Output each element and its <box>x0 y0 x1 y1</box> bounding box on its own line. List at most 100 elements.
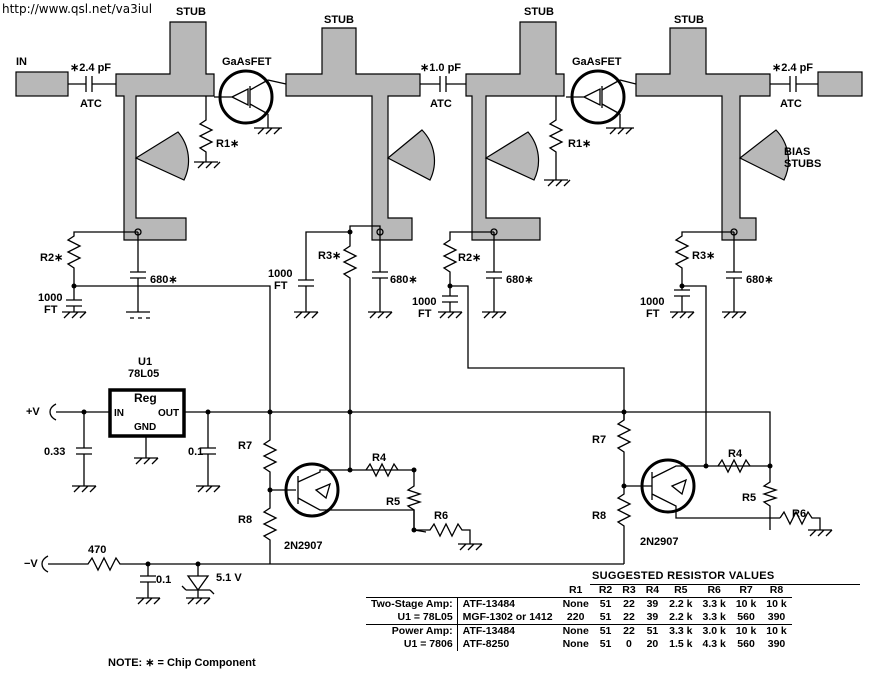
resistor-table-title: SUGGESTED RESISTOR VALUES <box>592 570 775 582</box>
coupling-cap-1-label: ∗2.4 pF <box>70 62 112 74</box>
table-row: U1 = 78L05 MGF-1302 or 1412 220 51 22 39… <box>366 611 792 625</box>
zener-label: 5.1 V <box>216 572 242 584</box>
cell: 10 k <box>761 597 792 611</box>
input-pad <box>15 71 69 97</box>
r2-label-2: R2∗ <box>458 252 482 264</box>
cell: 20 <box>646 638 659 650</box>
cell: 560 <box>737 638 755 650</box>
wires <box>41 69 833 605</box>
header-r4: R4 <box>645 584 660 596</box>
r8-label-2: R8 <box>592 510 607 522</box>
gasfet-label-1: GaAsFET <box>222 56 272 68</box>
c033-label: 0.33 <box>44 446 66 458</box>
stub-4 <box>635 27 771 241</box>
cell: 10 k <box>730 624 762 638</box>
group-label-1a: Two-Stage Amp: <box>366 597 458 611</box>
header-r5: R5 <box>674 584 688 596</box>
gasfet-label-2: GaAsFET <box>572 56 622 68</box>
cell: 3.3 k <box>697 597 731 611</box>
cell: 51 <box>593 597 618 611</box>
r1-label-2: R1∗ <box>568 138 592 150</box>
coupling-cap-3-label: ∗2.4 pF <box>772 62 814 74</box>
minus-v-label: −V <box>24 558 38 570</box>
cell: 51 <box>599 638 612 650</box>
stub-label-4: STUB <box>674 14 704 26</box>
microstrip-lines <box>15 21 863 241</box>
table-row: Two-Stage Amp: ATF-13484 None 51 22 39 2… <box>366 597 792 611</box>
resistor-values-table: R1 R2 R3 R4 R5 R6 R7 R8 Two-Stage Amp: A… <box>366 584 792 651</box>
header-r1: R1 <box>568 584 583 596</box>
radial-stub-1 <box>134 131 190 181</box>
source-url: http://www.qsl.net/va3iul <box>2 2 153 16</box>
stub-3 <box>465 21 565 241</box>
r6-label-1: R6 <box>434 510 449 522</box>
r5-label-2: R5 <box>742 492 757 504</box>
group-label-1b: U1 = 78L05 <box>366 611 458 625</box>
chip-component-note: NOTE: ∗ = Chip Component <box>108 657 256 669</box>
stub-2 <box>285 27 421 241</box>
resistor-table-title-rule <box>590 584 860 585</box>
c01-label-1: 0.1 <box>188 446 204 458</box>
table-row: Power Amp: ATF-13484 None 51 22 51 3.3 k… <box>366 624 792 638</box>
r470-label: 470 <box>88 544 107 556</box>
radial-stub-3 <box>484 131 540 181</box>
bias-stubs-label-2: STUBS <box>784 158 822 170</box>
junction-dots <box>71 229 773 567</box>
stub-label-1: STUB <box>176 6 206 18</box>
c1000-label-4: 1000 <box>640 296 665 308</box>
c680-label-3: 680∗ <box>506 274 534 286</box>
r3-label-1: R3∗ <box>318 250 342 262</box>
table-row: U1 = 7806 ATF-8250 None 51 0 20 1.5 k 4.… <box>366 638 792 651</box>
cell: 10 k <box>730 597 762 611</box>
cell: None <box>557 624 594 638</box>
r7-label-1: R7 <box>238 440 253 452</box>
regulator-in-pin: IN <box>114 408 124 419</box>
c01-label-2: 0.1 <box>156 574 172 586</box>
cell: 39 <box>646 611 659 623</box>
cell: 51 <box>599 611 612 623</box>
part-name: ATF-13484 <box>457 597 558 611</box>
cell: 3.3 k <box>702 611 726 623</box>
header-r7: R7 <box>739 584 753 596</box>
c1000-label-2: 1000 <box>268 268 293 280</box>
part-name: ATF-8250 <box>462 638 510 650</box>
ft-label-4: FT <box>646 308 660 320</box>
radial-stub-2 <box>386 129 436 181</box>
header-r6: R6 <box>707 584 721 596</box>
cell: None <box>557 597 594 611</box>
group-label-2a: Power Amp: <box>366 624 458 638</box>
cell: None <box>562 638 589 650</box>
atc-label-3: ATC <box>780 98 802 110</box>
cell: 22 <box>617 597 641 611</box>
header-r8: R8 <box>769 584 784 596</box>
ft-label-2: FT <box>274 280 288 292</box>
regulator-gnd-pin: GND <box>134 422 157 433</box>
cell: 22 <box>617 624 641 638</box>
cell: 1.5 k <box>669 638 693 650</box>
cell: 390 <box>767 611 786 623</box>
regulator-name: Reg <box>134 391 157 405</box>
r6-label-2: R6 <box>792 508 807 520</box>
c680-label-1: 680∗ <box>150 274 178 286</box>
cell: 51 <box>640 624 665 638</box>
cell: 2.2 k <box>669 611 693 623</box>
c680-label-4: 680∗ <box>746 274 774 286</box>
cell: 390 <box>767 638 786 650</box>
header-r2: R2 <box>598 584 613 596</box>
c680-label-2: 680∗ <box>390 274 418 286</box>
regulator-part-label: 78L05 <box>128 368 160 380</box>
plus-v-label: +V <box>26 406 40 418</box>
cell: 4.3 k <box>702 638 726 650</box>
stub-label-3: STUB <box>524 6 554 18</box>
cell: 0 <box>626 638 632 650</box>
r4-label-2: R4 <box>728 448 743 460</box>
table-header-row: R1 R2 R3 R4 R5 R6 R7 R8 <box>366 584 792 598</box>
input-label: IN <box>16 56 27 68</box>
r4-label-1: R4 <box>372 452 387 464</box>
stub-1 <box>115 21 215 241</box>
regulator-out-pin: OUT <box>158 408 180 419</box>
header-r3: R3 <box>622 584 636 596</box>
radial-stub-4 <box>738 129 790 181</box>
c1000-label-1: 1000 <box>38 292 63 304</box>
